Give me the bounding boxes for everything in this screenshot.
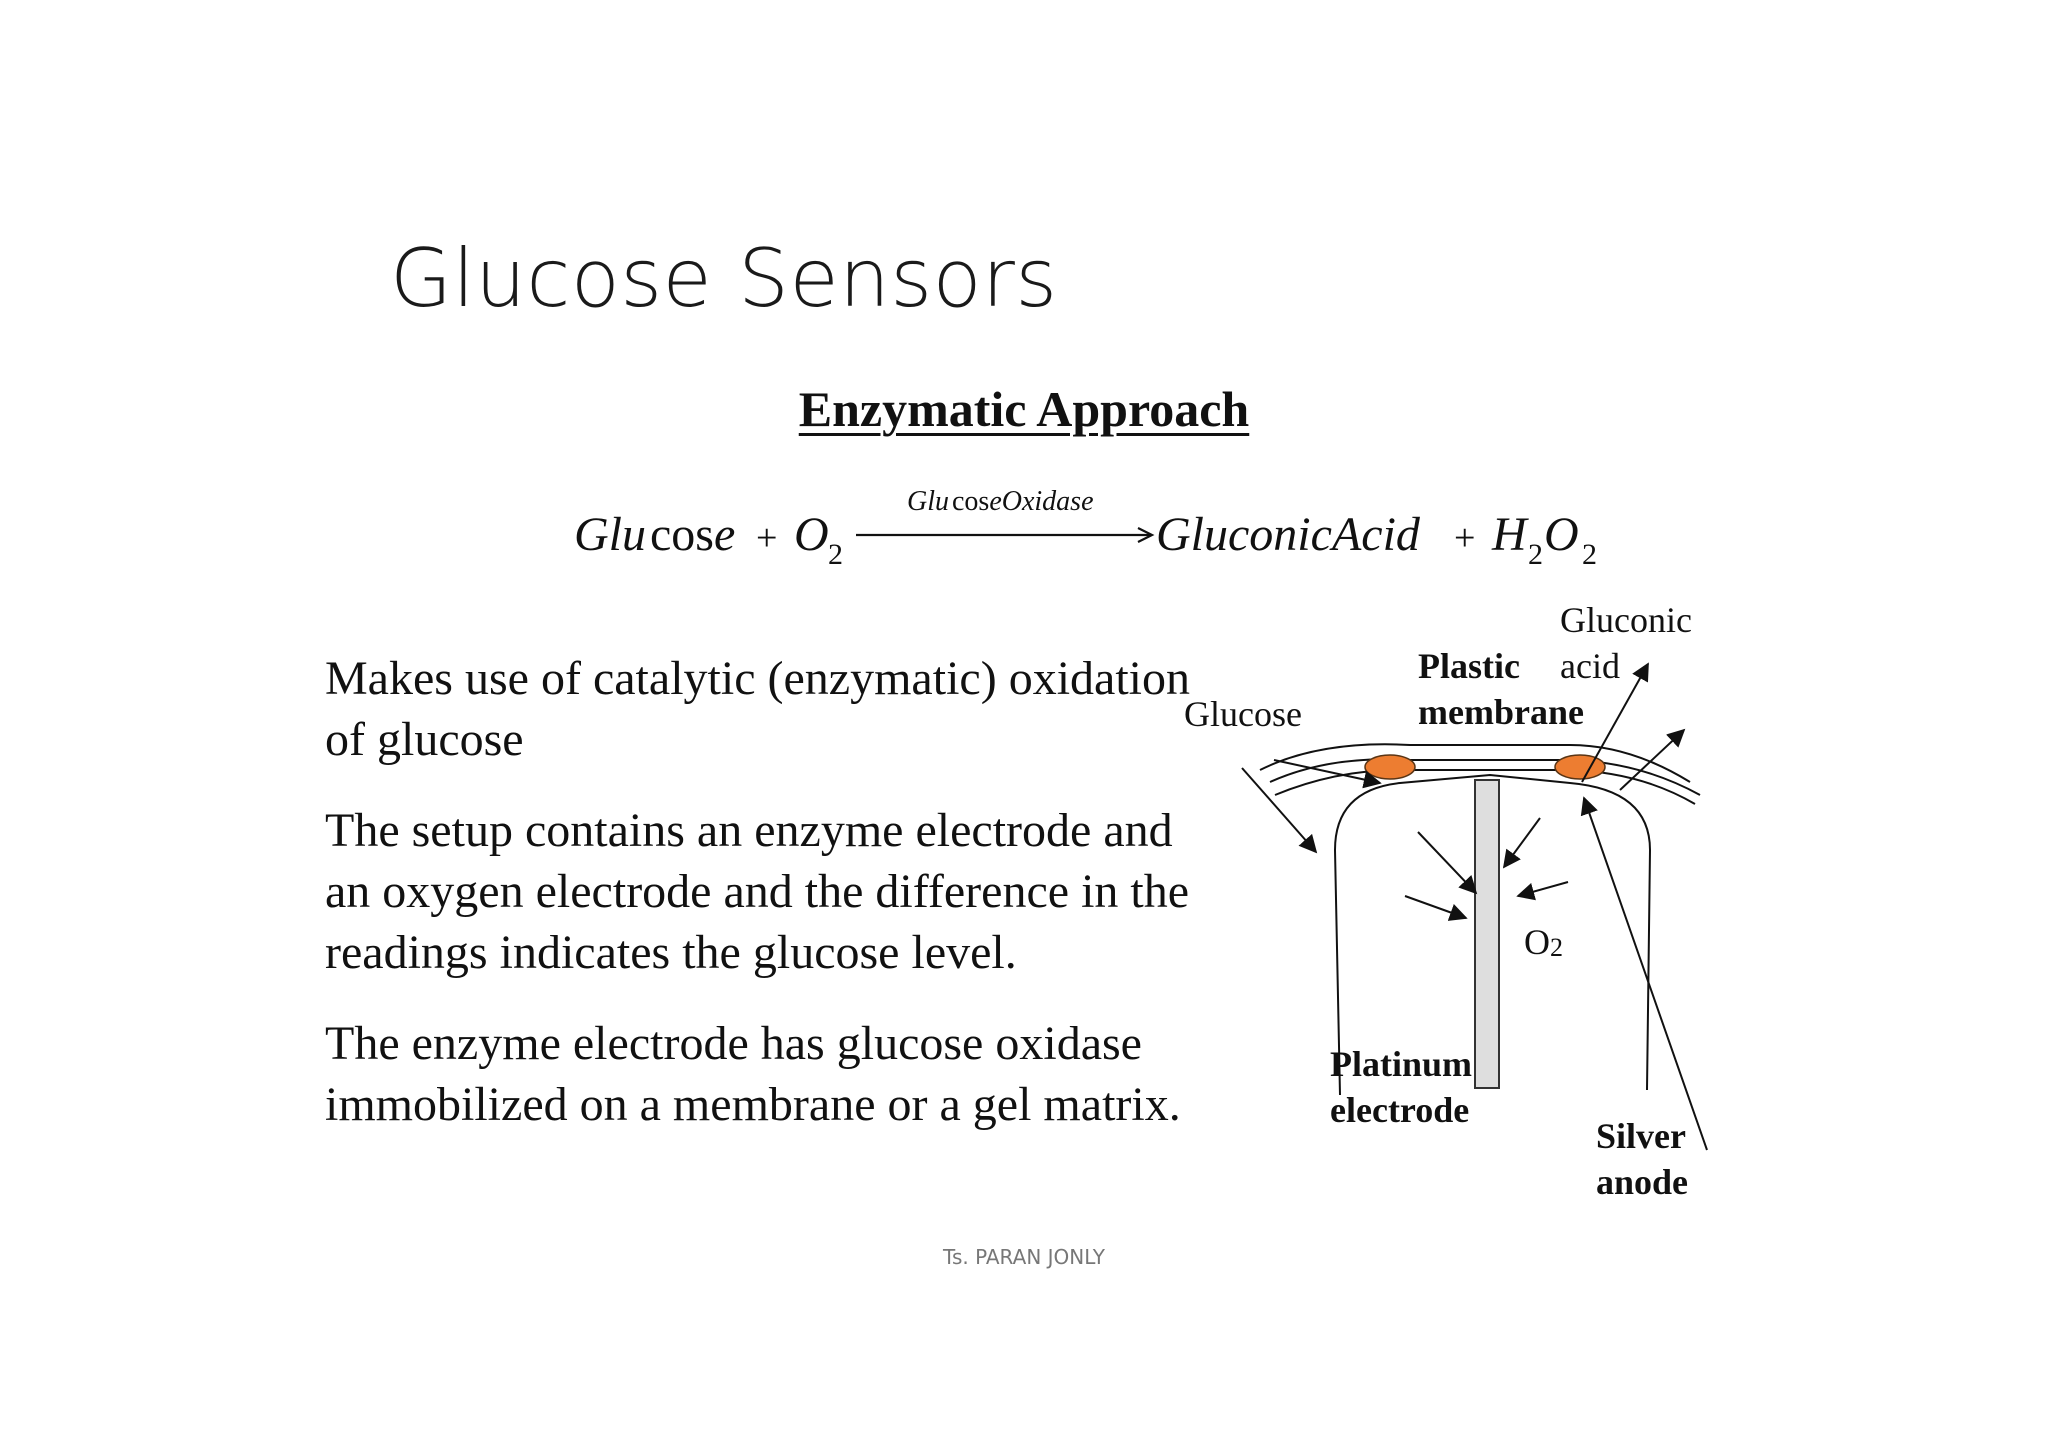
eq-glucose-b: cos xyxy=(650,508,714,561)
label-glucose: Glucose xyxy=(1184,694,1302,734)
arrow-o2-left-lower xyxy=(1404,895,1468,921)
label-plastic-line2: membrane xyxy=(1418,692,1584,732)
glucose-sensor-diagram: Gluconic acid Plastic membrane Glucose O… xyxy=(1184,600,1708,1202)
section-heading: Enzymatic Approach xyxy=(0,380,2048,438)
label-platinum-line1: Platinum xyxy=(1330,1044,1472,1084)
arrow-o2-right-lower xyxy=(1516,881,1569,901)
eq-glucose: Glucose xyxy=(574,508,735,561)
paragraph-setup: The setup contains an enzyme electrode a… xyxy=(325,804,1190,979)
eq-oxygen-sub: 2 xyxy=(828,538,843,571)
arrow-glucose-in xyxy=(1241,767,1318,854)
arrow-o2-right-upper xyxy=(1502,817,1541,869)
eq-o: O xyxy=(1544,508,1579,561)
label-silver-line2: anode xyxy=(1596,1162,1688,1202)
section-heading-text: Enzymatic Approach xyxy=(798,381,1250,437)
paragraph-catalytic: Makes use of catalytic (enzymatic) oxida… xyxy=(325,652,1191,766)
label-o2-letter: O xyxy=(1524,922,1550,962)
eq-plus-1: + xyxy=(756,517,777,559)
sensor-housing xyxy=(1333,773,1652,1096)
arrow-silver-anode xyxy=(1580,796,1708,1151)
arrow-glucose-enzyme xyxy=(1273,759,1382,789)
arrow-gluconic-acid-out xyxy=(1581,662,1649,783)
arrow-o2-left-upper xyxy=(1417,831,1478,895)
label-o2-sub: 2 xyxy=(1550,933,1563,962)
eq-catalyst-b: cos xyxy=(952,486,989,517)
membrane-inner xyxy=(1274,768,1696,805)
label-platinum-line2: electrode xyxy=(1330,1090,1469,1130)
platinum-electrode-bar xyxy=(1474,779,1500,1089)
label-silver-line1: Silver xyxy=(1596,1116,1686,1156)
eq-o-sub: 2 xyxy=(1582,538,1597,571)
eq-glucose-c: e xyxy=(714,508,735,561)
eq-gluconic-acid: GluconicAcid xyxy=(1156,508,1421,561)
eq-oxygen: O xyxy=(794,508,829,561)
slide-title: Glucose Sensors xyxy=(390,232,1058,325)
label-plastic-line1: Plastic xyxy=(1418,646,1520,686)
label-gluconic-acid-line2: acid xyxy=(1560,646,1620,686)
enzyme-right xyxy=(1554,754,1606,780)
enzyme-left xyxy=(1364,754,1416,780)
eq-catalyst-a: Glu xyxy=(907,486,949,517)
eq-h: H xyxy=(1491,508,1529,561)
arrow-product-out xyxy=(1619,728,1686,791)
eq-catalyst-c: eOxidase xyxy=(989,486,1093,517)
label-gluconic-acid-line1: Gluconic xyxy=(1560,600,1692,640)
footer-author: Ts. PARAN JONLY xyxy=(943,1245,1105,1269)
body-text: Makes use of catalytic (enzymatic) oxida… xyxy=(325,648,1225,1165)
eq-h-sub: 2 xyxy=(1528,538,1543,571)
label-o2: O2 xyxy=(1524,922,1563,962)
paragraph-enzyme-electrode: The enzyme electrode has glucose oxidase… xyxy=(325,1017,1181,1131)
eq-plus-2: + xyxy=(1454,517,1475,559)
eq-glucose-a: Glu xyxy=(574,508,646,561)
eq-arrow-head xyxy=(1137,527,1155,543)
